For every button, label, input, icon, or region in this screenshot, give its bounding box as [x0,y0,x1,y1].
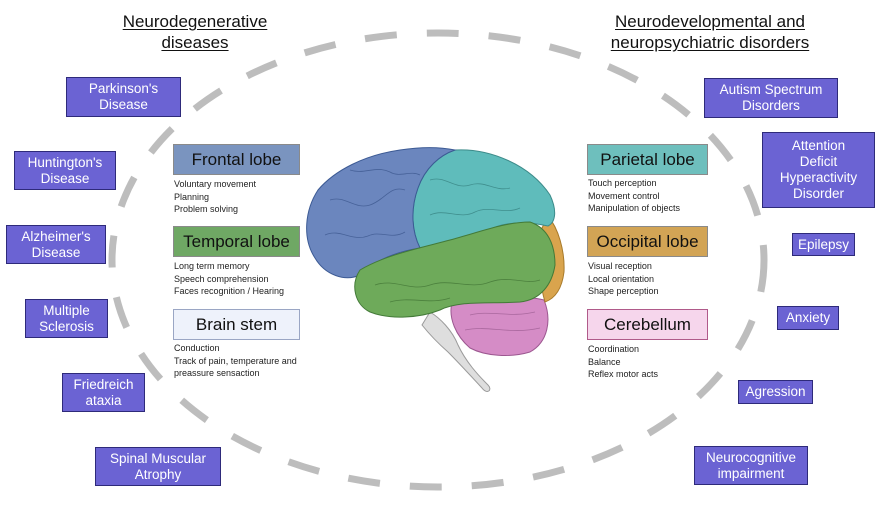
function-item: Coordination [588,344,640,354]
disorder-label: Epilepsy [797,236,850,252]
function-item: Reflex motor acts [588,369,659,379]
disorder-label: impairment [717,465,785,481]
disorder-label: Attention [791,138,846,153]
disorder-label: Neurocognitive [705,449,797,465]
disorder-label: Agression [745,384,806,399]
function-item: Voluntary movement [174,179,257,189]
lobe-parietal-label: Parietal lobe [587,144,708,175]
function-item: preassure sensaction [174,368,260,378]
heading-line: Neurodevelopmental and [615,12,805,31]
disease-label: ataxia [85,392,122,408]
disease-label: Spinal Muscular [109,450,207,466]
function-item: Conduction [174,343,220,353]
disease-label: Multiple [43,302,90,318]
heading-neurodegenerative: Neurodegenerative diseases [100,11,290,53]
disease-label: Atrophy [134,466,182,482]
function-item: Manipulation of objects [588,203,681,213]
function-item: Visual reception [588,261,652,271]
lobe-parietal-functions: Touch perception Movement control Manipu… [588,177,680,215]
disorder-label: Hyperactivity [779,170,858,185]
disorder-label: Autism Spectrum [719,82,823,97]
lobe-occipital-functions: Visual reception Local orientation Shape… [588,260,659,298]
temporal-shape [354,221,556,318]
function-item: Problem solving [174,204,239,214]
function-item: Planning [174,191,210,202]
heading-line: neuropsychiatric disorders [610,33,810,52]
lobe-occipital-label: Occipital lobe [587,226,708,257]
disorder-label: Deficit [799,154,838,169]
function-item: Faces recognition / Hearing [174,286,285,296]
disease-label: Huntington's [27,154,103,170]
disease-label: Disease [31,244,81,260]
function-item: Track of pain, temperature and [174,355,297,366]
function-item: Touch perception [588,178,657,188]
lobe-temporal-functions: Long term memory Speech comprehension Fa… [174,260,284,298]
lobe-frontal-functions: Voluntary movement Planning Problem solv… [174,178,256,216]
cerebellum-shape [450,296,549,356]
function-item: Movement control [588,190,660,201]
function-item: Long term memory [174,261,250,271]
lobe-brainstem-label: Brain stem [173,309,300,340]
function-item: Shape perception [588,286,659,296]
function-item: Local orientation [588,273,655,284]
disorder-anxiety[interactable]: Anxiety [777,306,839,330]
lobe-cerebellum-label: Cerebellum [587,309,708,340]
lobe-frontal-label: Frontal lobe [173,144,300,175]
disease-label: Alzheimer's [21,228,91,244]
disease-label: Parkinson's [88,81,159,96]
disease-label: Friedreich [73,376,134,392]
function-item: Speech comprehension [174,273,269,284]
function-item: Balance [588,356,621,367]
gyri-lines [324,169,541,331]
disorder-agression[interactable]: Agression [738,380,813,404]
lobe-brainstem-functions: Conduction Track of pain, temperature an… [174,342,297,380]
disorder-label: Disorders [742,98,800,113]
heading-line: diseases [161,33,229,52]
brain-stem-shape [421,311,491,392]
heading-line: Neurodegenerative [122,12,268,31]
lobe-cerebellum-functions: Coordination Balance Reflex motor acts [588,343,658,381]
brain-illustration [306,147,565,392]
disease-label: Sclerosis [39,318,94,334]
disease-label: Disease [99,97,148,112]
disease-label: Disease [40,170,90,186]
disorder-label: Anxiety [785,310,831,325]
heading-neurodevelopmental: Neurodevelopmental and neuropsychiatric … [590,11,830,53]
disorder-epilepsy[interactable]: Epilepsy [792,233,855,256]
disorder-adhd[interactable]: Attention Deficit Hyperactivity Disorder [762,132,875,208]
frontal-shape [306,147,457,279]
lobe-temporal-label: Temporal lobe [173,226,300,257]
disorder-label: Disorder [792,186,844,201]
dashed-ring [108,29,768,491]
